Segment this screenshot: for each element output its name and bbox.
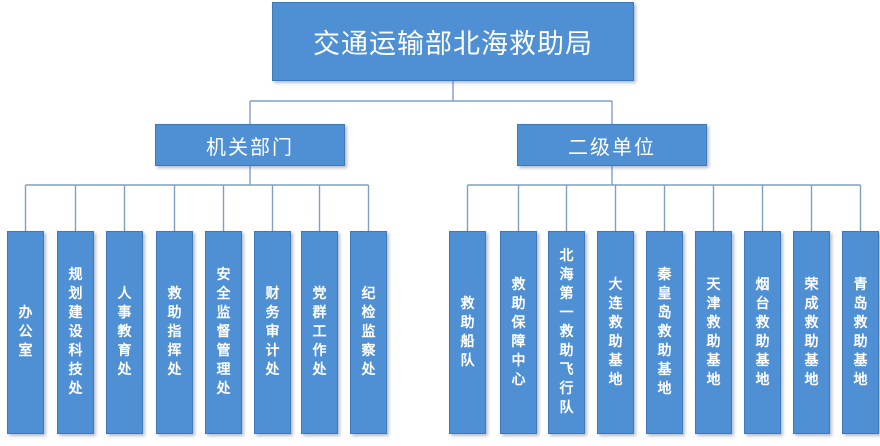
group-label: 机关部门 xyxy=(206,134,294,159)
unit-node: 大连救助基地 xyxy=(597,231,634,434)
unit-label: 人事教育处 xyxy=(117,286,132,378)
unit-node: 纪检监察处 xyxy=(350,231,387,434)
unit-label: 纪检监察处 xyxy=(361,286,376,378)
group-node-offices: 机关部门 xyxy=(155,124,345,166)
unit-label: 救助指挥处 xyxy=(167,286,182,378)
root-label: 交通运输部北海救助局 xyxy=(313,29,593,60)
unit-node: 人事教育处 xyxy=(106,231,143,434)
root-node: 交通运输部北海救助局 xyxy=(272,2,634,81)
group-node-subunits: 二级单位 xyxy=(517,124,707,166)
unit-node: 办公室 xyxy=(7,231,44,434)
unit-node: 安全监督管理处 xyxy=(205,231,242,434)
unit-node: 财务审计处 xyxy=(254,231,291,434)
unit-label: 规划建设科技处 xyxy=(68,267,83,397)
unit-node: 北海第一救助飞行队 xyxy=(548,231,585,434)
unit-label: 安全监督管理处 xyxy=(216,267,231,397)
unit-label: 大连救助基地 xyxy=(608,276,623,388)
unit-label: 救助船队 xyxy=(460,295,475,369)
unit-node: 规划建设科技处 xyxy=(57,231,94,434)
unit-label: 党群工作处 xyxy=(312,286,327,378)
unit-label: 荣成救助基地 xyxy=(804,276,819,388)
unit-label: 秦皇岛救助基地 xyxy=(657,267,672,397)
group-label: 二级单位 xyxy=(568,134,656,159)
unit-label: 北海第一救助飞行队 xyxy=(559,248,574,416)
unit-node: 烟台救助基地 xyxy=(744,231,781,434)
unit-node: 救助保障中心 xyxy=(500,231,537,434)
unit-node: 荣成救助基地 xyxy=(793,231,830,434)
unit-node: 青岛救助基地 xyxy=(842,231,879,434)
unit-node: 救助指挥处 xyxy=(156,231,193,434)
unit-label: 救助保障中心 xyxy=(511,276,526,388)
unit-label: 办公室 xyxy=(18,305,33,359)
unit-label: 烟台救助基地 xyxy=(755,276,770,388)
unit-label: 青岛救助基地 xyxy=(853,276,868,388)
unit-label: 天津救助基地 xyxy=(706,276,721,388)
unit-node: 救助船队 xyxy=(449,231,486,434)
unit-label: 财务审计处 xyxy=(265,286,280,378)
unit-node: 天津救助基地 xyxy=(695,231,732,434)
unit-node: 党群工作处 xyxy=(301,231,338,434)
unit-node: 秦皇岛救助基地 xyxy=(646,231,683,434)
